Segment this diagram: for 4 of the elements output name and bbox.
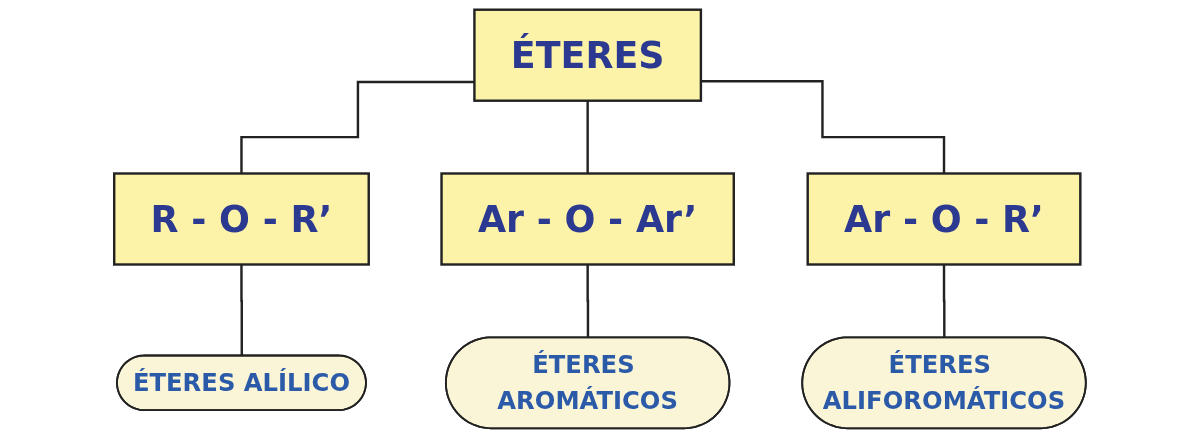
node-box: Ar - O - R’ [806, 172, 1082, 266]
node-box: R - O - R’ [113, 172, 370, 266]
node-box: Ar - O - Ar’ [440, 172, 735, 266]
node-box: ÉTERES [473, 8, 703, 102]
